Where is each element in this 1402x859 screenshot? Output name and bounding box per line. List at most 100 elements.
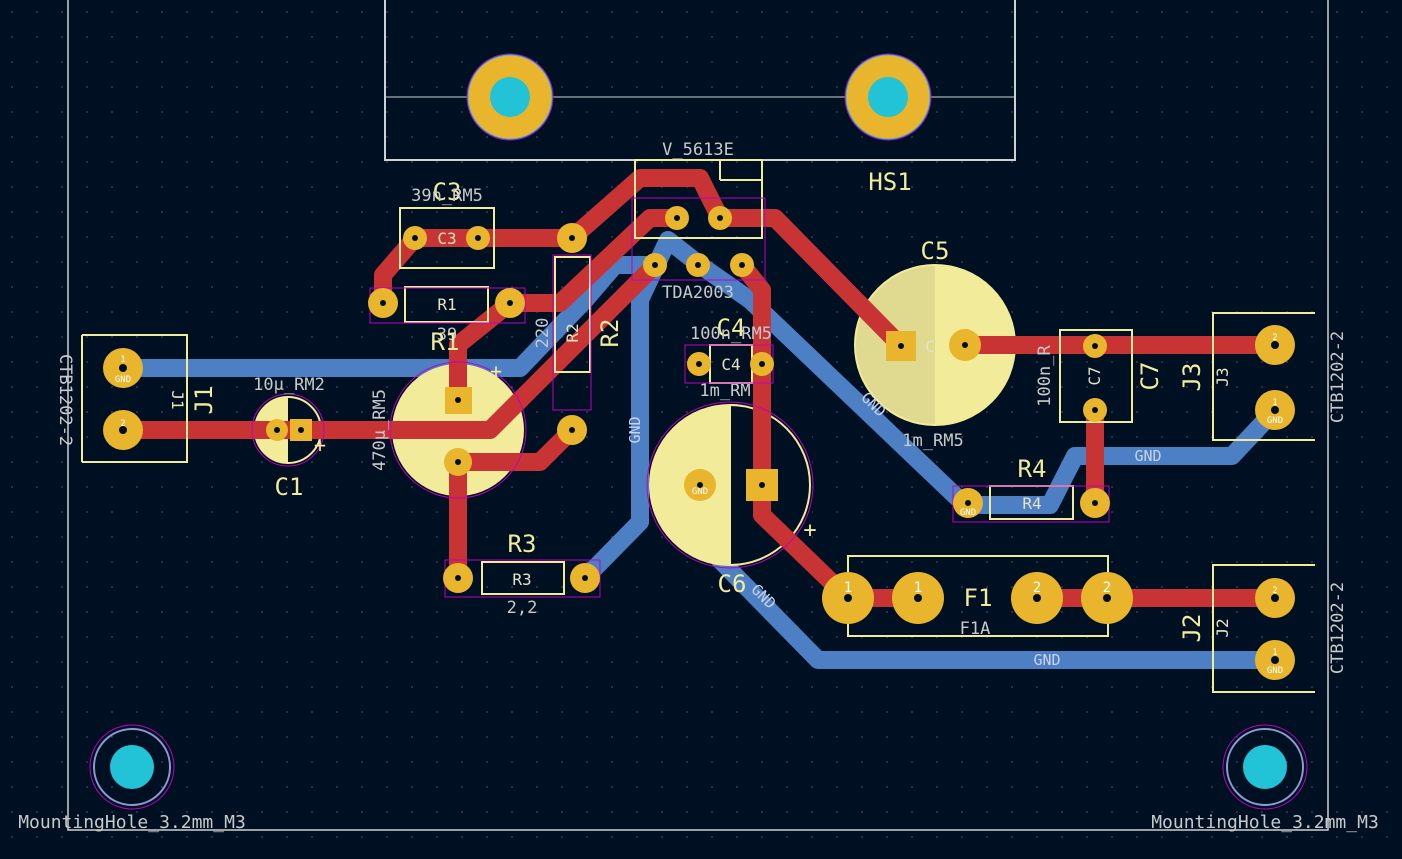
net-label-gnd: GND [1033,651,1060,669]
pad-f1-1a[interactable] [822,572,874,624]
pad-c6-2[interactable] [746,469,778,501]
value-r2: 220 [533,318,553,349]
fab-r2: R2 [563,323,582,342]
trace-input-j1[interactable] [114,256,664,377]
fab-j1: J1 [168,390,187,409]
value-c4-secondary: 1m_RM [699,381,750,401]
pad-c2-2[interactable] [444,448,472,476]
value-j1: CTB1202-2 [55,354,75,446]
ref-r2: R2 [596,319,624,348]
trace-input-c1[interactable] [114,256,664,439]
fab-c5: C [925,337,935,356]
pad-u1-5[interactable] [730,253,754,277]
trace-r2-c2[interactable] [449,421,581,471]
pad-number: 1 [1272,398,1277,408]
pad-j2-1[interactable] [1255,640,1295,680]
ref-r1: R1 [431,328,460,356]
fab-j3: J3 [1213,367,1232,386]
pad-u1-3[interactable] [686,253,710,277]
pad-r1-2[interactable] [495,288,525,318]
pad-r4-1[interactable] [953,488,983,518]
pad-r3-2[interactable] [570,563,600,593]
net-label-gnd: GND [1134,447,1161,465]
pad-labels: 1 GND 2 2 1 GND 2 1 GND 1 1 2 2 GND GND [115,333,1283,676]
fab-r3: R3 [512,570,531,589]
pad-net-label: GND [692,487,708,497]
value-j2: CTB1202-2 [1328,582,1348,674]
pad-number: 1 [120,355,125,365]
ref-hs1: HS1 [868,168,911,196]
value-f1: F1A [960,619,991,639]
board-edge-cuts [67,0,1329,831]
pad-u1-1[interactable] [643,253,667,277]
value-j3: CTB1202-2 [1328,331,1348,423]
pad-number: 2 [1033,580,1041,596]
pad-c7-2[interactable] [1083,398,1107,422]
value-hs1: V_5613E [662,140,734,160]
value-c3: 39n_RM5 [411,186,483,206]
pad-r2-2[interactable] [557,415,587,445]
heatsink-hole-right[interactable] [845,54,931,140]
fab-j2: J2 [1213,618,1232,637]
heatsink-hole-left[interactable] [467,54,553,140]
pad-c4-2[interactable] [750,352,774,376]
pad-number: 2 [1272,586,1277,596]
pad-number: 1 [914,580,922,596]
pad-c5-1[interactable] [886,331,916,361]
pads [103,206,1295,680]
ref-r3: R3 [508,530,537,558]
pad-net-label: GND [1267,416,1283,426]
net-label-gnd: GND [626,416,644,443]
pad-r4-2[interactable] [1080,488,1110,518]
pad-c1-2[interactable] [290,419,312,441]
mounting-hole-right[interactable] [1226,728,1304,806]
fab-r1: R1 [437,295,456,314]
pad-net-label: GND [115,375,131,385]
pad-f1-1b[interactable] [892,572,944,624]
trace-r1-c2[interactable] [449,294,519,409]
pad-f1-2a[interactable] [1011,572,1063,624]
pad-c6-1[interactable] [684,469,716,501]
pad-number: 2 [1103,580,1111,596]
mounting-hole-left[interactable] [93,728,171,806]
pad-j3-2[interactable] [1255,325,1295,365]
pad-r1-1[interactable] [368,288,398,318]
pad-u1-4[interactable] [708,206,732,230]
pad-c7-1[interactable] [1083,334,1107,358]
pad-r3-1[interactable] [443,563,473,593]
pad-f1-2b[interactable] [1081,572,1133,624]
pad-c5-2[interactable] [949,329,981,361]
pad-c1-1[interactable] [266,419,288,441]
fab-c4: C4 [721,355,740,374]
trace-r1-r2[interactable] [501,209,686,312]
pad-c4-1[interactable] [687,352,711,376]
value-r3: 2,2 [507,598,538,618]
value-r1: 39 [437,325,457,345]
pad-number: 1 [844,580,852,596]
ref-c7: C7 [1136,362,1164,391]
trace-gnd-main[interactable] [576,231,974,587]
value-c4: 100n_RM5 [690,324,772,344]
pad-u1-2[interactable] [665,206,689,230]
courtyard-outlines [89,53,1308,810]
ref-c1: C1 [275,473,304,501]
pad-j1-1[interactable] [103,348,143,388]
value-c1: 10µ_RM2 [253,375,325,395]
pad-net-label: GND [960,508,976,518]
pad-c3-2[interactable] [466,226,490,250]
ref-r4: R4 [1018,455,1047,483]
pad-c2-1[interactable] [445,387,472,414]
value-c5: 1m_RM5 [902,431,963,451]
fab-r4: R4 [1022,494,1041,513]
pad-r2-1[interactable] [557,223,587,253]
pad-number: 1 [1272,648,1277,658]
pad-j3-1[interactable] [1255,390,1295,430]
pad-number: 2 [120,419,125,429]
pad-j2-2[interactable] [1255,578,1295,618]
trace-u1-c5[interactable] [711,209,909,354]
value-c2: 470µ_RM5 [370,389,390,471]
pad-j1-2[interactable] [103,410,143,450]
pad-c3-1[interactable] [403,226,427,250]
ref-c3: C3 [433,178,462,206]
